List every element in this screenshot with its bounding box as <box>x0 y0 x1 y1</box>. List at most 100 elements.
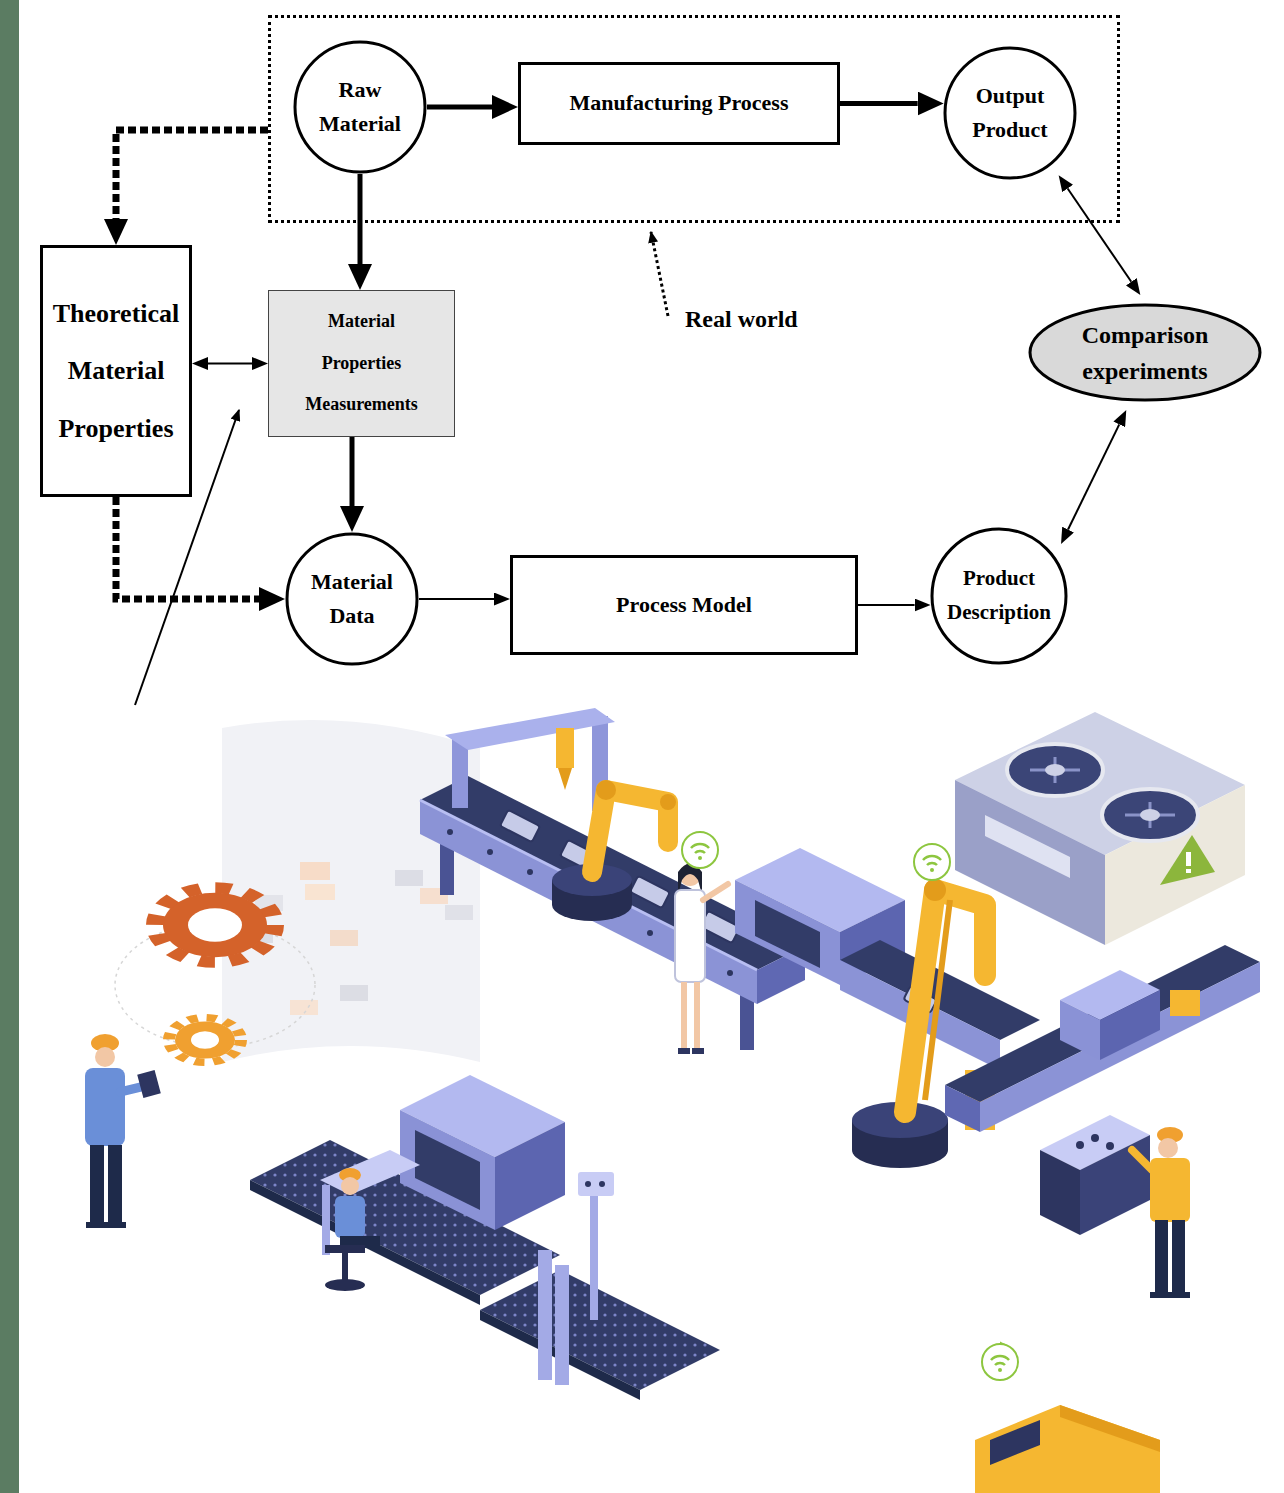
worker-figure <box>1155 1220 1168 1295</box>
worker-figure <box>1158 1138 1178 1158</box>
cooling-unit <box>1140 809 1160 821</box>
flow-connector <box>116 130 268 219</box>
worker-figure <box>1172 1220 1185 1295</box>
conveyor-belt <box>420 800 757 970</box>
robot-arm <box>925 900 950 1100</box>
data-panel <box>222 720 480 1062</box>
worker-figure <box>1170 1292 1190 1298</box>
scientist-figure <box>692 1048 704 1054</box>
inspection-machine <box>415 1130 480 1210</box>
node-label: Comparison experiments <box>1055 317 1235 389</box>
gear-symbol <box>175 1021 235 1058</box>
gear-symbol <box>188 908 242 941</box>
control-panel <box>1080 1135 1150 1235</box>
circle-outline <box>943 46 1077 180</box>
worker-figure <box>90 1145 104 1225</box>
flow-connector <box>419 598 494 600</box>
circle-outline <box>930 527 1068 665</box>
wifi-icon <box>982 1344 1018 1380</box>
cooling-unit <box>1045 764 1065 776</box>
inspection-machine <box>555 1265 569 1385</box>
inspection-machine <box>585 1181 591 1187</box>
gear-symbol <box>115 888 315 1063</box>
gantry-frame <box>556 728 574 768</box>
node-label: Theoretical Material Properties <box>45 285 187 457</box>
conveyor-belt <box>527 869 533 875</box>
circle-outline <box>285 532 419 666</box>
flow-connector <box>858 604 915 606</box>
operator-figure <box>325 1279 365 1291</box>
scanner-machine <box>755 900 820 968</box>
inspection-machine <box>599 1181 605 1187</box>
worker-figure <box>106 1222 126 1228</box>
delivery-vehicle <box>1060 1405 1160 1452</box>
region-label: Real world <box>685 305 798 334</box>
cooling-unit <box>955 712 1245 1356</box>
wifi-icon <box>982 1344 1018 1380</box>
circle-outline <box>287 534 417 664</box>
product-circle: Output Product <box>943 46 1077 180</box>
wifi-icon <box>682 832 718 868</box>
scanner-machine <box>735 880 840 985</box>
conveyor-belt <box>1100 990 1160 1060</box>
data-panel <box>395 870 423 886</box>
flow-connector <box>1068 424 1119 529</box>
cooling-unit <box>1102 789 1198 841</box>
circle-outline <box>295 42 425 172</box>
node-label: Raw Material <box>310 73 410 141</box>
worker-figure <box>137 1070 161 1098</box>
gantry-frame <box>452 738 468 808</box>
conveyor-belt <box>740 995 754 1050</box>
operator-figure <box>335 1196 365 1238</box>
data-panel <box>445 905 473 920</box>
conveyor-belt <box>630 876 670 908</box>
conveyor-belt <box>1060 1000 1100 1060</box>
ellipse-outline <box>1028 303 1262 402</box>
node-label: Process Model <box>616 591 752 620</box>
control-panel <box>1040 1150 1080 1235</box>
wifi-icon <box>914 844 950 880</box>
operator-figure <box>325 1245 365 1253</box>
worker-figure <box>85 1068 125 1146</box>
robot-arm <box>924 879 946 901</box>
control-panel <box>1076 1141 1084 1149</box>
worker-figure <box>1132 1127 1190 1298</box>
wifi-icon <box>914 844 950 880</box>
wifi-icon <box>691 844 709 853</box>
worker-figure <box>1150 1292 1170 1298</box>
scientist-figure <box>675 890 705 982</box>
wifi-icon <box>998 1368 1002 1372</box>
robot-arm <box>660 794 676 810</box>
operator-figure <box>320 1150 420 1195</box>
cooling-unit <box>1186 869 1191 873</box>
cooling-unit <box>1030 757 1175 828</box>
scientist-figure <box>675 864 728 1055</box>
conveyor-belt <box>420 776 805 970</box>
control-panel <box>1040 1115 1150 1235</box>
delivery-vehicle <box>975 1405 1160 1493</box>
flow-connector <box>208 363 252 365</box>
gear-symbol <box>155 888 275 962</box>
data-panel <box>330 930 358 946</box>
description-circle: Product Description <box>930 527 1068 665</box>
inspection-machine <box>495 1122 565 1230</box>
worker-figure <box>108 1145 122 1225</box>
conveyor-belt <box>500 810 540 842</box>
material-circle: Raw Material <box>293 40 427 174</box>
operator-figure <box>341 1177 359 1195</box>
gantry-frame <box>558 768 572 790</box>
real-world-boundary: Real worldRaw MaterialManufacturing Proc… <box>268 15 1120 223</box>
worker-figure <box>86 1222 106 1228</box>
gear-symbol <box>155 888 275 962</box>
worker-figure <box>1150 1158 1190 1222</box>
worker-figure <box>95 1047 115 1067</box>
data-panel <box>340 985 368 1001</box>
gear-symbol <box>169 1018 241 1063</box>
inspection-machine <box>578 1172 614 1196</box>
inspection-machine <box>590 1190 598 1320</box>
cooling-unit <box>1007 744 1103 796</box>
wifi-icon <box>698 856 702 860</box>
conveyor-belt <box>980 962 1260 1132</box>
gantry-frame <box>445 708 615 750</box>
